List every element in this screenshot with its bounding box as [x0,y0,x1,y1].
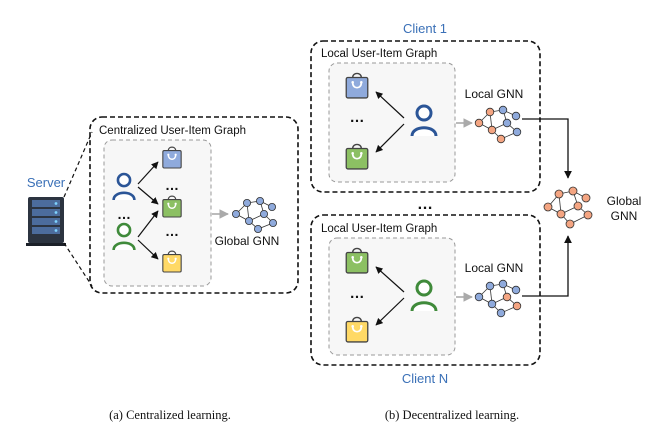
caption-centralized: (a) Centralized learning. [109,408,231,422]
decentralized-panel: Client 1 Local User-Item Graph … Local G… [310,21,642,386]
client-n-bag-green [345,247,369,274]
client-n-to-global-arrow [522,235,572,297]
centralized-panel: Server Centralized User-Item Graph … … … [26,116,299,294]
server-label: Server [27,175,66,190]
client-n-bag-yellow [345,316,369,343]
items-ellipsis-2: … [165,223,179,239]
global-gnn-label-line2: GNN [611,209,638,223]
client-1-graph-title: Local User-Item Graph [321,48,437,60]
items-ellipsis-1: … [165,177,179,193]
client-n-items-ellipsis: … [350,285,365,302]
server-projection-top [63,131,93,198]
client-1-edges [375,91,405,153]
centralized-gnn-label: Global GNN [215,234,280,248]
client-n-label: Client N [402,371,448,386]
centralized-graph-title: Centralized User-Item Graph [99,125,246,137]
server-projection-bottom [63,242,93,287]
client-1-label: Client 1 [403,21,447,36]
bag-icon-green-1 [162,195,182,218]
client-n-graph-title: Local User-Item Graph [321,223,437,235]
client-1-bag-blue [345,72,369,99]
clients-ellipsis: … [417,196,433,213]
user-item-edges [137,161,159,260]
caption-decentralized: (b) Decentralized learning. [385,408,519,422]
client-n-edges [375,266,405,326]
centralized-outer-box [89,116,299,294]
bag-icon-blue [162,146,182,169]
client-1-box [310,40,541,193]
global-gnn-blue-icon [231,196,277,233]
bag-icon-yellow [162,250,182,273]
global-gnn-orange-icon [543,186,593,229]
global-gnn-label-line1: Global [607,194,642,208]
client-1-to-global-arrow [522,118,572,179]
client-1-local-gnn-icon [474,105,522,144]
client-n-gnn-label: Local GNN [465,261,524,275]
users-ellipsis: … [117,206,131,222]
server-icon [26,197,66,246]
client-1-bag-green [345,143,369,170]
client-n-local-gnn-icon [474,279,522,318]
client-1-items-ellipsis: … [350,109,365,126]
client-1-gnn-label: Local GNN [465,87,524,101]
